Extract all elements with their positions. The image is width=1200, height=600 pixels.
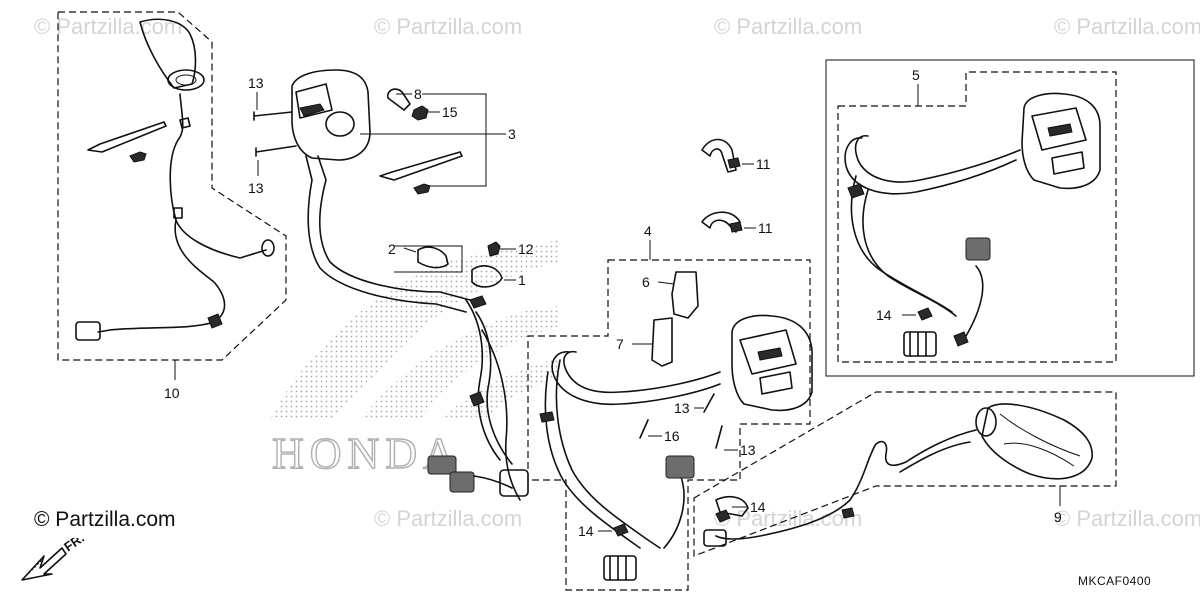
group-5-outer-border <box>825 59 1195 377</box>
cable-tie-right <box>379 151 463 181</box>
callout-1: 1 <box>518 272 526 288</box>
watermark-bottom-3: © Partzilla.com <box>1054 506 1200 531</box>
left-grip-heater <box>75 18 275 341</box>
callout-14-center: 14 <box>578 523 594 539</box>
callout-7: 7 <box>616 336 624 352</box>
part-14-center <box>613 523 629 537</box>
copyright-text: © Partzilla.com <box>34 508 176 531</box>
callout-15: 15 <box>442 104 458 120</box>
callout-13-center-lower: 13 <box>740 442 756 458</box>
left-handlebar-switch <box>291 69 521 501</box>
callout-16: 16 <box>664 428 680 444</box>
screw-16 <box>639 419 649 439</box>
part-11-clip-upper <box>701 138 737 173</box>
part-1-clamp <box>471 265 503 288</box>
screw-13-center-upper <box>703 393 715 413</box>
part-14-bottom <box>715 509 731 523</box>
part-2-clamp <box>417 246 449 269</box>
left-harness-connectors <box>427 295 529 497</box>
callout-13-center-upper: 13 <box>674 400 690 416</box>
watermark-top-3: © Partzilla.com <box>714 14 863 39</box>
callout-14-bottom: 14 <box>750 499 766 515</box>
callout-10: 10 <box>164 385 180 401</box>
watermark-top-4: © Partzilla.com <box>1054 14 1200 39</box>
part-14-right <box>917 307 933 321</box>
right-grip-heater <box>703 403 1093 547</box>
watermark-top-2: © Partzilla.com <box>374 14 523 39</box>
group-10-dashed-border <box>57 11 287 361</box>
screw-left <box>129 151 147 163</box>
callout-3: 3 <box>508 126 516 142</box>
screw-right <box>413 183 431 195</box>
callout-4: 4 <box>644 223 652 239</box>
catalog-code: MKCAF0400 <box>1078 574 1152 588</box>
screw-13-center-lower <box>715 425 723 449</box>
callout-11-lower: 11 <box>758 220 773 236</box>
screw-13-lower <box>255 145 297 157</box>
callout-2: 2 <box>388 241 396 257</box>
callout-13-upper: 13 <box>248 75 264 91</box>
callout-14-right: 14 <box>876 307 892 323</box>
front-direction-arrow-icon: FR. <box>21 538 87 581</box>
part-12-bolt <box>487 241 501 257</box>
group-9-dashed-border <box>693 391 1117 557</box>
callout-13-lower: 13 <box>248 180 264 196</box>
callout-9: 9 <box>1054 509 1062 525</box>
watermark-bottom-1: © Partzilla.com <box>374 506 523 531</box>
group-5-dashed-border <box>837 71 1117 363</box>
right-handlebar-switch <box>539 314 813 581</box>
part-8-clip <box>386 88 411 111</box>
cable-tie-left <box>87 121 167 153</box>
callout-12: 12 <box>518 241 534 257</box>
watermark-top-1: © Partzilla.com <box>34 14 183 39</box>
right-switch-assembly <box>844 92 1101 357</box>
callout-11-upper: 11 <box>756 156 771 172</box>
callout-8: 8 <box>414 86 422 102</box>
part-7-clamp <box>651 317 673 367</box>
honda-logo-text: HONDA <box>272 429 461 478</box>
honda-wing-logo <box>270 240 560 420</box>
part-15-nut <box>411 105 429 121</box>
group-4-dashed-border <box>527 259 811 591</box>
part-6-clamp <box>671 271 699 319</box>
callout-6: 6 <box>642 274 650 290</box>
screw-13-upper <box>253 111 293 121</box>
callout-5: 5 <box>912 67 920 83</box>
